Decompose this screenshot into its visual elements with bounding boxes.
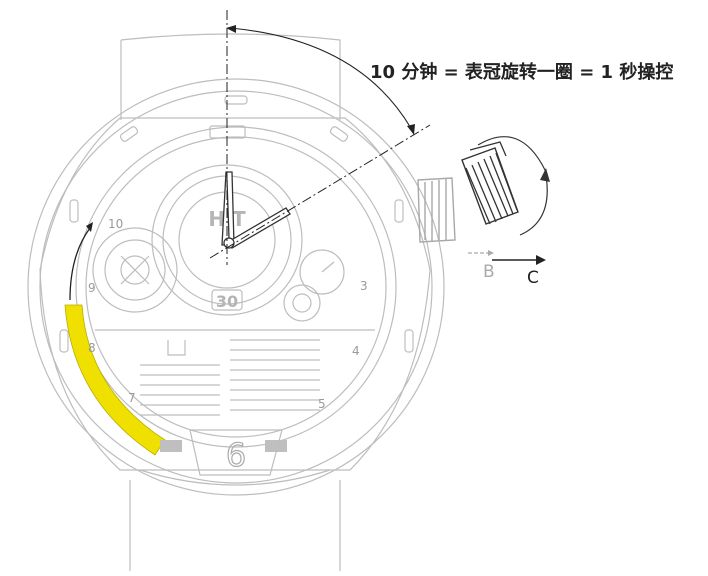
bezel-markers xyxy=(59,95,414,353)
retrograde-arrow-head xyxy=(86,222,93,232)
right-subdial xyxy=(283,249,345,322)
crown-on-case xyxy=(417,177,456,243)
rotation-arc-head-end xyxy=(407,124,415,135)
retrograde-arrow xyxy=(69,227,91,301)
bezel-number-5: 5 xyxy=(318,397,326,411)
bezel-number-4: 4 xyxy=(352,344,360,358)
bezel-number-8: 8 xyxy=(88,341,96,355)
bottom-numeral: 6 xyxy=(226,436,246,474)
position-c-label: C xyxy=(527,268,539,288)
bottom-numeral-window: 6 xyxy=(189,429,283,476)
position-b-label: B xyxy=(483,262,495,282)
annotation-formula: 10 分钟 = 表冠旋转一圈 = 1 秒操控 xyxy=(370,61,673,83)
bezel-number-10: 10 xyxy=(108,217,123,231)
hour-scale-grid xyxy=(95,329,375,416)
retrograde-highlight xyxy=(64,304,166,456)
bezel-number-3: 3 xyxy=(360,279,368,293)
rotation-arc xyxy=(229,27,413,131)
rotated-reference-line xyxy=(209,124,431,259)
rotation-arc-head-start xyxy=(226,25,236,33)
watch-case xyxy=(27,78,445,496)
bezel-number-9: 9 xyxy=(88,281,96,295)
gray-block-left xyxy=(160,440,182,452)
bezel-numbers: 10 9 8 7 5 4 3 xyxy=(88,217,368,411)
pull-positions: B C xyxy=(468,250,546,288)
counter-text: 30 xyxy=(216,292,238,311)
crown-pulled-out xyxy=(461,141,519,225)
watch-strap xyxy=(120,33,341,571)
crown-rotation-arrow-head xyxy=(540,168,550,182)
left-gear xyxy=(92,227,178,313)
bezel-number-7: 7 xyxy=(128,391,136,405)
gray-block-right xyxy=(265,440,287,452)
